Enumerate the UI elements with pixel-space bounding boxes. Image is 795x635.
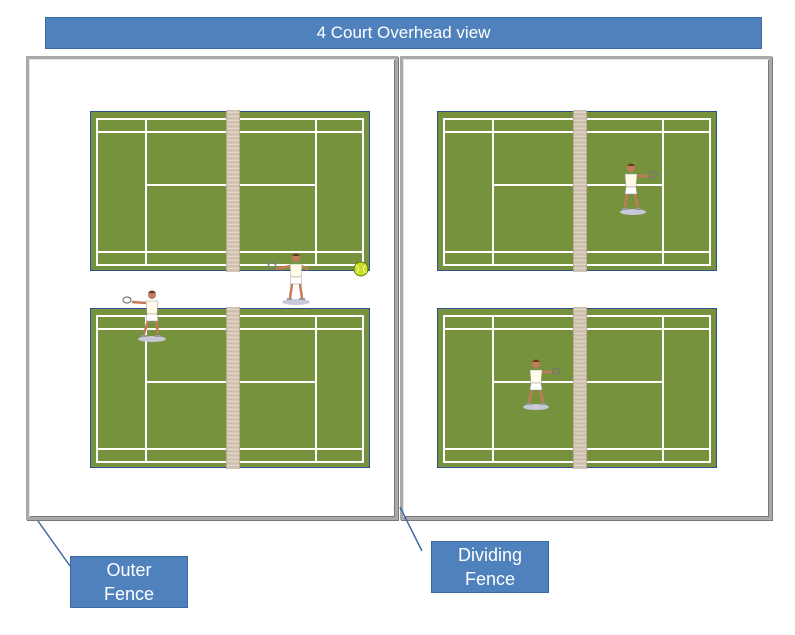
- tennis-ball-icon: [353, 261, 369, 277]
- court-net: [573, 307, 587, 469]
- dividing-fence-callout: Dividing Fence: [431, 541, 549, 593]
- tennis-player-icon: [267, 253, 310, 305]
- court-net: [226, 110, 240, 272]
- tennis-court-1: [90, 110, 370, 272]
- dividing-fence-label: Dividing Fence: [457, 545, 523, 589]
- tennis-court-3: [437, 110, 717, 272]
- dividing-fence-leader-line: [399, 506, 423, 552]
- diagram-title: 4 Court Overhead view: [45, 17, 762, 49]
- court-net: [226, 307, 240, 469]
- outer-fence-label: Outer Fence: [103, 560, 155, 604]
- tennis-court-4: [437, 307, 717, 469]
- court-net: [573, 110, 587, 272]
- tennis-player-icon: [620, 163, 658, 215]
- tennis-player-icon: [122, 290, 166, 342]
- tennis-court-2: [90, 307, 370, 469]
- outer-fence-leader-line: [37, 520, 71, 567]
- outer-fence-callout: Outer Fence: [70, 556, 188, 608]
- tennis-player-icon: [523, 359, 561, 410]
